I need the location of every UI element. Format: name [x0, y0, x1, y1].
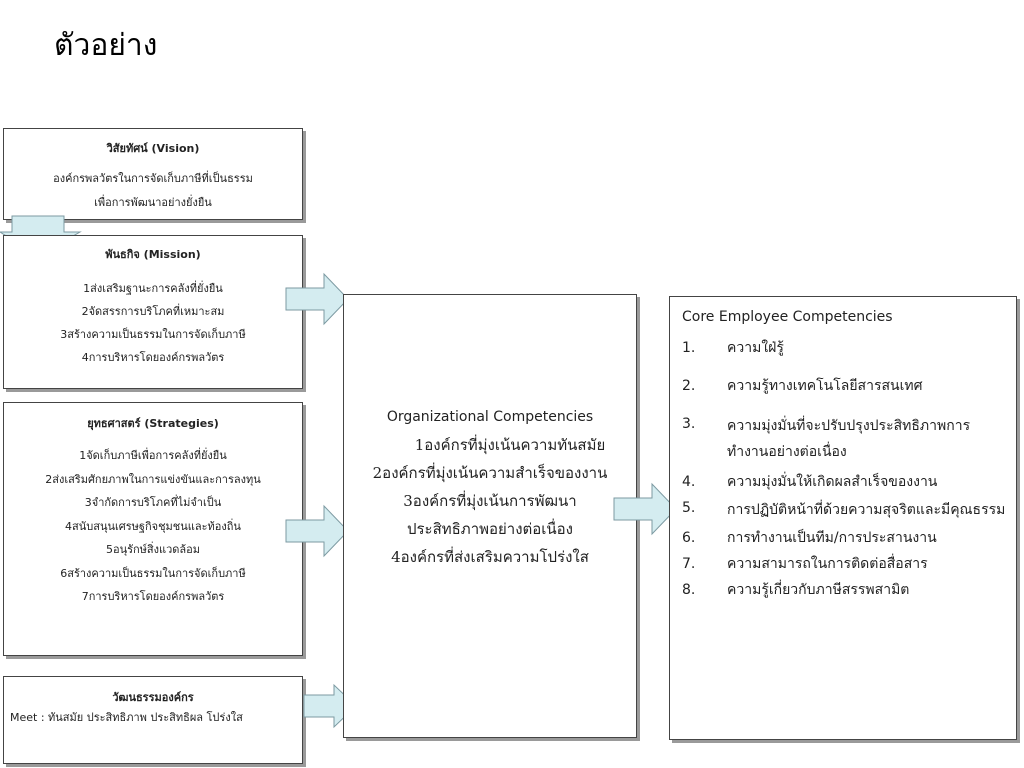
- organizational-line: ประสิทธิภาพอย่างต่อเนื่อง: [406, 520, 574, 538]
- core-item-text: ความรู้เกี่ยวกับภาษีสรรพสามิต: [727, 582, 910, 598]
- core-item: 8. ความรู้เกี่ยวกับภาษีสรรพสามิต: [682, 579, 1006, 601]
- core-item: 4. ความมุ่งมั่นให้เกิดผลสำเร็จของงาน: [682, 471, 1006, 493]
- right-arrow-icon: [613, 482, 677, 536]
- organizational-line: 2องค์กรที่มุ่งเน้นความสำเร็จของงาน: [372, 464, 608, 482]
- core-item-number: 7.: [682, 556, 696, 572]
- mission-title: พันธกิจ (Mission): [105, 248, 201, 261]
- organizational-line: 4องค์กรที่ส่งเสริมความโปร่งใส: [391, 548, 589, 566]
- mission-line: 1ส่งเสริมฐานะการคลังที่ยั่งยืน: [83, 282, 223, 295]
- core-title: Core Employee Competencies: [682, 309, 893, 325]
- right-arrow-icon: [285, 272, 349, 326]
- core-item: 6. การทำงานเป็นทีม/การประสานงาน: [682, 527, 1006, 549]
- organizational-line: 3องค์กรที่มุ่งเน้นการพัฒนา: [403, 492, 577, 510]
- core-item: 3. ความมุ่งมั่นที่จะปรับปรุงประสิทธิภาพก…: [682, 413, 1006, 465]
- culture-title: วัฒนธรรมองค์กร: [112, 691, 194, 704]
- strategy-line: 4สนับสนุนเศรษฐกิจชุมชนและท้องถิ่น: [65, 519, 241, 533]
- strategy-line: 3จำกัดการบริโภคที่ไม่จำเป็น: [84, 496, 222, 509]
- strategy-line: 6สร้างความเป็นธรรมในการจัดเก็บภาษี: [60, 566, 246, 580]
- culture-text: Meet : ทันสมัย ประสิทธิภาพ ประสิทธิผล โป…: [10, 711, 243, 724]
- core-item: 7. ความสามารถในการติดต่อสื่อสาร: [682, 553, 1006, 575]
- core-item-number: 5.: [682, 500, 696, 516]
- core-item-number: 2.: [682, 378, 696, 394]
- core-item-number: 6.: [682, 530, 696, 546]
- core-item: 1. ความใฝ่รู้: [682, 337, 1006, 359]
- core-item: 5. การปฏิบัติหน้าที่ด้วยความสุจริตและมีค…: [682, 497, 1006, 523]
- strategies-title: ยุทธศาสตร์ (Strategies): [87, 417, 219, 430]
- core-item-number: 1.: [682, 340, 696, 356]
- core-item-text: การปฏิบัติหน้าที่ด้วยความสุจริตและมีคุณธ…: [727, 502, 1006, 518]
- core-item-text: ความรู้ทางเทคโนโลยีสารสนเทศ: [727, 378, 923, 394]
- core-item: 2. ความรู้ทางเทคโนโลยีสารสนเทศ: [682, 375, 1006, 397]
- core-competencies-box: Core Employee Competencies 1. ความใฝ่รู้…: [669, 296, 1017, 740]
- culture-box: วัฒนธรรมองค์กร Meet : ทันสมัย ประสิทธิภา…: [3, 676, 303, 764]
- core-item-text: ความมุ่งมั่นให้เกิดผลสำเร็จของงาน: [727, 474, 938, 490]
- vision-title: วิสัยทัศน์ (Vision): [106, 142, 200, 155]
- vision-line: เพื่อการพัฒนาอย่างยั่งยืน: [94, 196, 212, 209]
- mission-line: 2จัดสรรการบริโภคที่เหมาะสม: [81, 305, 225, 318]
- right-arrow-icon: [285, 504, 349, 558]
- mission-line: 4การบริหารโดยองค์กรพลวัตร: [81, 351, 225, 364]
- strategy-line: 5อนุรักษ์สิ่งแวดล้อม: [105, 543, 201, 556]
- organizational-title: Organizational Competencies: [386, 409, 594, 425]
- strategy-line: 7การบริหารโดยองค์กรพลวัตร: [81, 590, 225, 603]
- core-item-text: ความสามารถในการติดต่อสื่อสาร: [727, 556, 928, 572]
- core-item-text: ความมุ่งมั่นที่จะปรับปรุงประสิทธิภาพการท…: [727, 418, 971, 460]
- strategy-line: 2ส่งเสริมศักยภาพในการแข่งขันและการลงทุน: [45, 472, 261, 486]
- core-item-number: 8.: [682, 582, 696, 598]
- core-item-text: ความใฝ่รู้: [727, 340, 784, 356]
- core-item-text: การทำงานเป็นทีม/การประสานงาน: [727, 530, 937, 546]
- organizational-line: 1องค์กรที่มุ่งเน้นความทันสมัย: [414, 436, 606, 454]
- strategies-box: ยุทธศาสตร์ (Strategies) 1จัดเก็บภาษีเพื่…: [3, 402, 303, 656]
- mission-box: พันธกิจ (Mission) 1ส่งเสริมฐานะการคลังที…: [3, 235, 303, 389]
- mission-line: 3สร้างความเป็นธรรมในการจัดเก็บภาษี: [60, 328, 246, 341]
- slide-title: ตัวอย่าง: [54, 28, 158, 63]
- organizational-competencies-box: Organizational Competencies 1องค์กรที่มุ…: [343, 294, 637, 738]
- vision-box: วิสัยทัศน์ (Vision) องค์กรพลวัตรในการจัด…: [3, 128, 303, 220]
- core-item-number: 4.: [682, 474, 696, 490]
- core-item-number: 3.: [682, 416, 696, 432]
- strategy-line: 1จัดเก็บภาษีเพื่อการคลังที่ยั่งยืน: [79, 449, 227, 462]
- vision-line: องค์กรพลวัตรในการจัดเก็บภาษีที่เป็นธรรม: [53, 172, 253, 185]
